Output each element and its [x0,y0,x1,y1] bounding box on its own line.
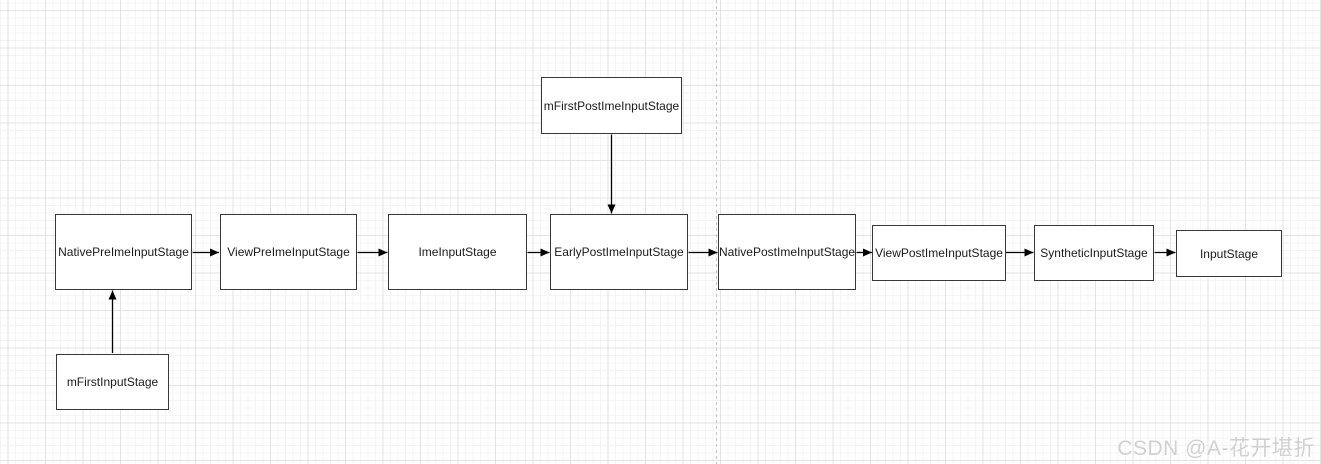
node-label: EarlyPostImeInputStage [554,245,684,259]
node-label: NativePreImeInputStage [58,245,189,259]
node-label: mFirstInputStage [66,375,159,389]
node-view-pre-ime-input-stage[interactable]: ViewPreImeInputStage [220,214,357,290]
node-label: SyntheticInputStage [1040,246,1148,260]
node-mfirst-input-stage[interactable]: mFirstInputStage [56,354,169,410]
node-early-post-ime-input-stage[interactable]: EarlyPostImeInputStage [550,214,688,290]
node-label: ImeInputStage [418,245,497,259]
node-native-post-ime-input-stage[interactable]: NativePostImeInputStage [718,214,856,290]
node-synthetic-input-stage[interactable]: SyntheticInputStage [1034,225,1154,281]
node-label: ViewPostImeInputStage [875,246,1003,260]
node-label: InputStage [1199,246,1259,261]
node-native-pre-ime-input-stage[interactable]: NativePreImeInputStage [55,214,192,290]
node-mfirst-post-ime-input-stage[interactable]: mFirstPostImeInputStage [541,77,682,134]
node-view-post-ime-input-stage[interactable]: ViewPostImeInputStage [872,225,1006,281]
node-label: mFirstPostImeInputStage [543,98,680,113]
node-input-stage[interactable]: InputStage [1176,230,1282,277]
node-label: ViewPreImeInputStage [227,245,350,259]
node-ime-input-stage[interactable]: ImeInputStage [388,214,527,290]
node-label: NativePostImeInputStage [718,245,856,259]
